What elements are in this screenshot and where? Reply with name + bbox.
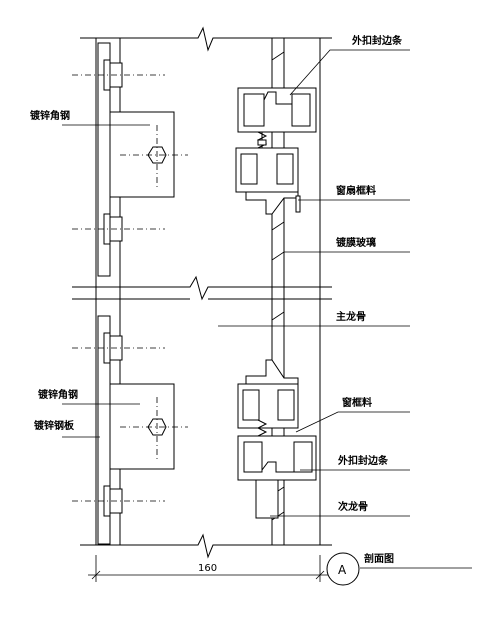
top-bolt-upper — [72, 59, 165, 91]
dimension-line — [88, 555, 328, 582]
label-window-frame: 窗框料 — [342, 396, 372, 409]
label-sash-frame-top: 窗扇框料 — [336, 184, 376, 197]
label-coated-glass: 镀膜玻璃 — [336, 236, 376, 249]
top-angle-steel — [109, 111, 188, 198]
label-galv-angle-steel-bottom: 镀锌角钢 — [38, 388, 78, 401]
leader-lines — [62, 49, 472, 569]
section-marker-letter: A — [338, 563, 347, 577]
dimension-value: 160 — [198, 563, 217, 574]
label-outer-cap-strip-top: 外扣封边条 — [351, 34, 403, 47]
top-aluminum-profile — [235, 87, 317, 215]
bottom-angle-steel — [109, 383, 188, 470]
top-bolt-lower — [72, 213, 165, 245]
bottom-aluminum-profile — [237, 359, 317, 519]
label-secondary-keel: 次龙骨 — [338, 500, 368, 513]
label-galv-steel-plate: 镀锌钢板 — [34, 419, 75, 432]
label-section-view: 剖面图 — [364, 552, 394, 565]
label-main-keel: 主龙骨 — [336, 310, 366, 323]
bottom-bolt-upper — [72, 332, 165, 364]
break-lines — [72, 26, 332, 559]
label-galv-angle-steel-top: 镀锌角钢 — [30, 109, 70, 122]
label-outer-cap-strip-bottom: 外扣封边条 — [337, 454, 389, 467]
bottom-bolt-lower — [72, 485, 165, 517]
section-marker — [326, 552, 360, 586]
